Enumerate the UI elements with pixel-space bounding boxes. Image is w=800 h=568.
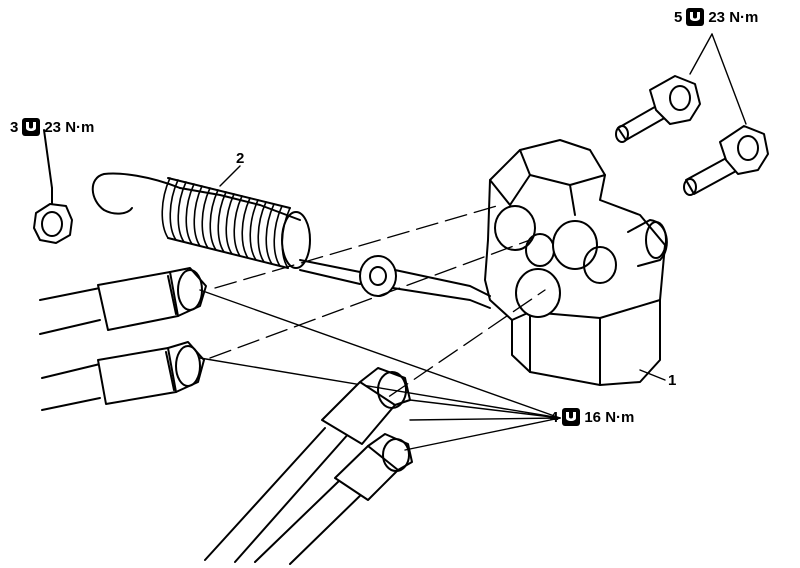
callout-part-4: 4 16 N·m (550, 408, 634, 426)
retainer-clip (299, 255, 491, 309)
torque-value: 16 N·m (584, 408, 635, 426)
spring (91, 172, 311, 269)
callout-part-3: 3 23 N·m (10, 118, 94, 136)
part-label-1: 1 (668, 372, 677, 389)
nut (33, 129, 73, 244)
pipe-upper (39, 267, 207, 335)
valve-body (484, 139, 668, 386)
part-label-2: 2 (236, 150, 245, 167)
torque-wrench-icon (686, 8, 705, 26)
part-number: 3 (10, 118, 19, 136)
torque-value: 23 N·m (44, 118, 95, 136)
pipe-bottom-2 (254, 433, 413, 565)
torque-wrench-icon (562, 408, 581, 426)
torque-value: 23 N·m (708, 8, 759, 26)
callout-part-5: 5 23 N·m (674, 8, 758, 26)
torque-wrench-icon (22, 118, 41, 136)
pipe-lower (41, 341, 205, 411)
part-number: 4 (550, 408, 559, 426)
part-number: 5 (674, 8, 683, 26)
bolt-lower (683, 125, 769, 196)
pipe-bottom-1 (204, 367, 411, 563)
bolt-upper (615, 75, 701, 143)
